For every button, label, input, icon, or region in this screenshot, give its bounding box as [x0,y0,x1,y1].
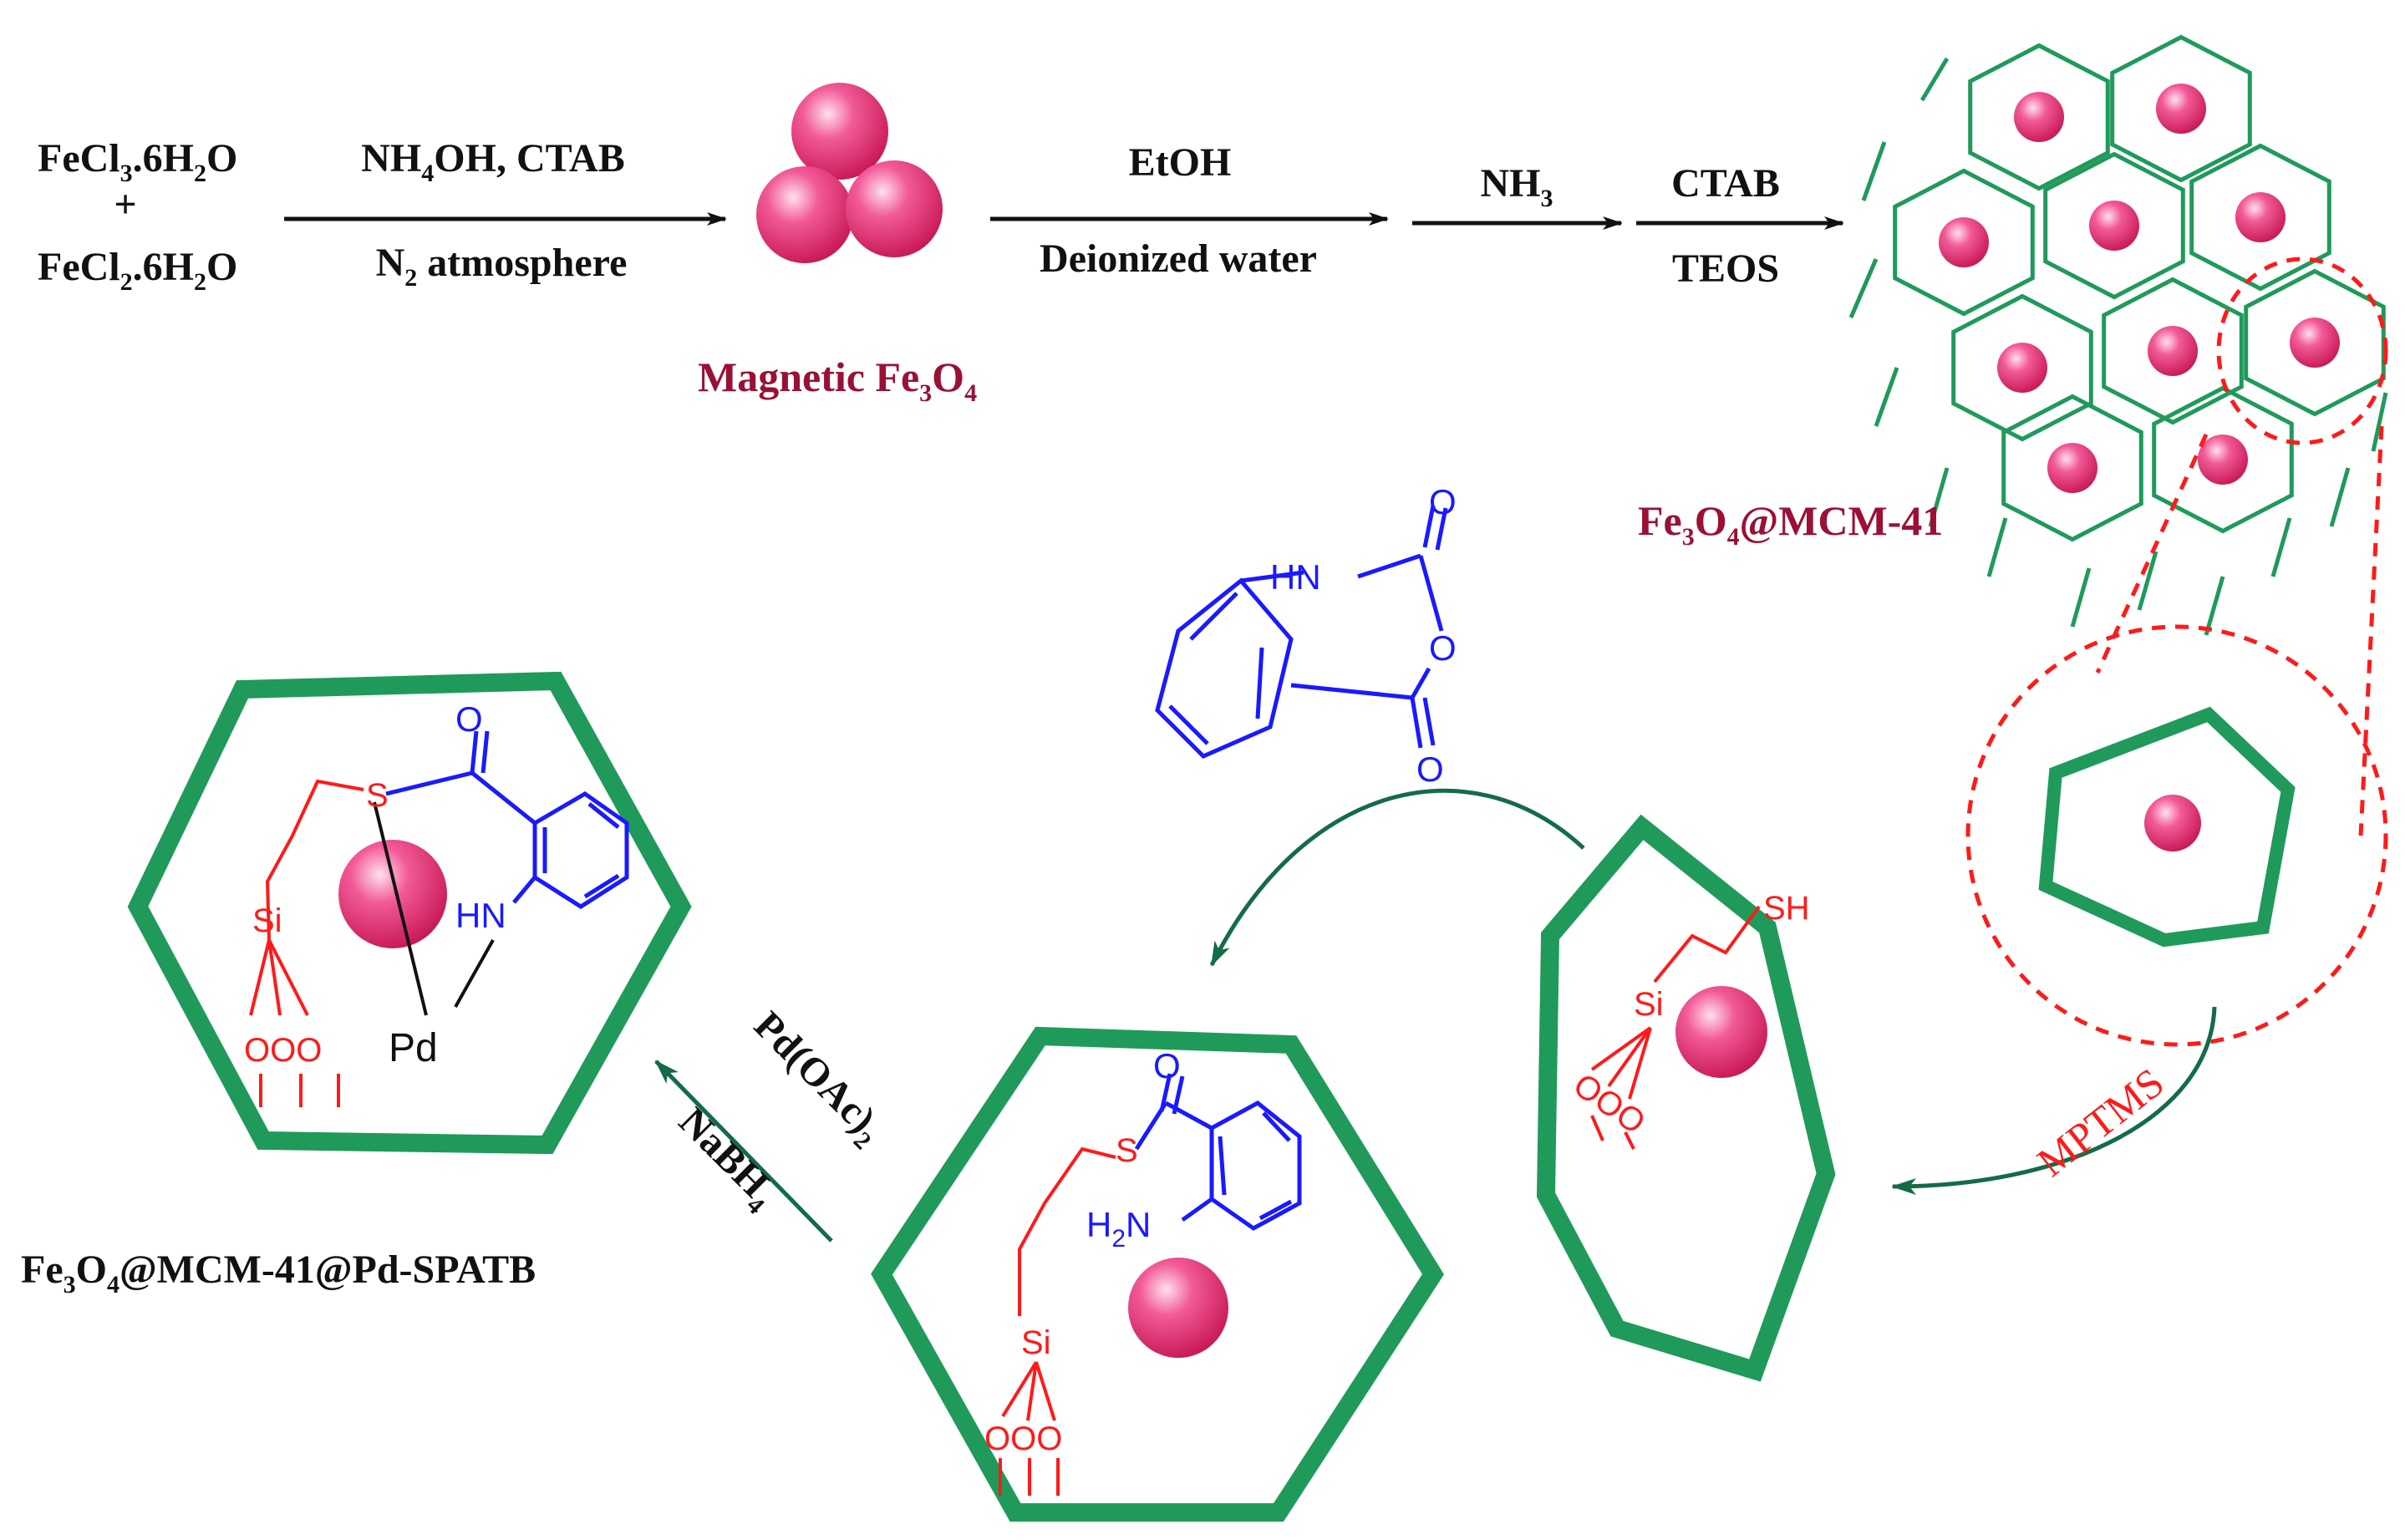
particle [1997,343,2047,393]
reactant-fecl3: FeCl3.6H2O [38,136,237,187]
pd-reagent-above: Pd(OAc)2 [741,1003,893,1155]
step-3-arrow: NH3 [1412,161,1623,230]
honeycomb-edge [2070,567,2092,628]
label-final-catalyst: Fe3O4@MCM-41@Pd-SPATB [21,1248,536,1299]
label-magnetic-fe3o4: Magnetic Fe3O4 [698,353,977,407]
atom-si: Si [1634,986,1664,1023]
atom-h2n: H2N [1086,1205,1151,1253]
fe3o4-particles [756,83,943,263]
atom-s: S [1116,1132,1138,1169]
step-2-arrow: EtOH Deionized water [990,140,1389,281]
step-4-arrow: CTAB TEOS [1636,161,1844,291]
particle [1128,1258,1228,1358]
pd-reagent-below: NaBH4 [666,1099,786,1219]
honeycomb-edge [2329,467,2351,527]
particle [2235,192,2286,242]
atom-sh: SH [1763,890,1810,927]
honeycomb-cell [2043,151,2185,300]
honeycomb-cell [2102,277,2244,425]
honeycomb-edge [2204,576,2225,636]
step-4-reagent-above: CTAB [1671,161,1780,206]
plus-sign: + [114,182,136,226]
honeycomb-cell [1893,168,2035,317]
atoms-ooo: OOO [1567,1066,1652,1141]
zoomed-pore [2038,706,2296,948]
particle [791,83,888,180]
honeycomb-cell [2152,385,2294,534]
atom-pd: Pd [389,1026,438,1070]
particle [846,160,943,257]
honeycomb-edge [1874,367,1899,427]
particle [2198,435,2248,485]
honeycomb-cell [1968,43,2110,191]
particle [2290,318,2340,368]
particle [338,840,447,948]
atoms-ooo: OOO [984,1421,1062,1457]
step-4-reagent-below: TEOS [1672,247,1779,291]
particle [2047,443,2097,493]
honeycomb-edge [1861,141,1887,201]
pore-pd-complex: S O HN Pd Si OOO [127,671,692,1155]
honeycomb-edge [2137,551,2158,611]
mcm41-honeycomb [1848,34,2388,636]
atom-o: O [1153,1046,1181,1085]
particle [1939,217,1989,267]
particle [2156,84,2206,134]
step-1-arrow: NH4OH, CTAB N2 atmosphere [284,136,727,292]
pore-amide: S O H2N Si OOO [871,1026,1445,1522]
atom-hn: HN [1270,557,1321,597]
honeycomb-edge [1848,258,1879,318]
particle [756,166,853,263]
honeycomb-edge [2371,392,2388,452]
zoomed-particle [2144,795,2201,851]
atom-o: O [455,699,483,739]
atom-si: Si [252,902,282,939]
atom-s: S [366,777,389,814]
particle [2014,92,2064,142]
honeycomb-edge [1919,57,1950,102]
mptms-arrow: MPTMS [1891,1006,2217,1195]
reactant-fecl2: FeCl2.6H2O [38,245,237,296]
pore-thiol: SH Si OOO [1536,814,1836,1382]
mcm41-particles [1939,84,2340,493]
isatoic-arrow [1209,788,1585,967]
step-3-reagent-above: NH3 [1481,161,1553,212]
step-1-reagent-above: NH4OH, CTAB [361,136,624,187]
honeycomb-edge [1928,467,1950,527]
atom-hn: HN [455,896,506,935]
honeycomb-cell [2189,143,2331,292]
zoom-callout [1965,257,2388,1047]
particle [2089,201,2139,251]
atom-o: O [1429,628,1457,668]
particle [2148,326,2198,376]
step-2-reagent-above: EtOH [1129,140,1232,185]
honeycomb-cell [1951,293,2093,442]
particle [1675,986,1767,1078]
atoms-ooo: OOO [244,1032,322,1069]
reactants: FeCl3.6H2O + FeCl2.6H2O [38,136,237,296]
isatoic-anhydride [1155,505,1448,759]
zoom-ellipse-small [2216,257,2388,445]
zoom-line-left [2095,433,2209,674]
honeycomb-cell [2001,394,2143,542]
atom-o: O [1429,482,1457,521]
honeycomb-edge [2270,517,2292,577]
pd-step-arrow: Pd(OAc)2 NaBH4 [654,1003,893,1243]
zoom-circle-large [1965,624,2388,1047]
label-fe3o4-mcm41: Fe3O4@MCM-41 [1638,497,1943,551]
honeycomb-cell [2110,34,2252,183]
honeycomb-edge [1986,517,2008,577]
step-2-reagent-below: Deionized water [1040,236,1317,281]
honeycomb-cell [2244,268,2386,417]
mptms-label: MPTMS [2028,1059,2172,1186]
step-1-condition-below: N2 atmosphere [376,241,628,292]
atom-o: O [1416,750,1444,789]
atom-si: Si [1021,1324,1051,1361]
